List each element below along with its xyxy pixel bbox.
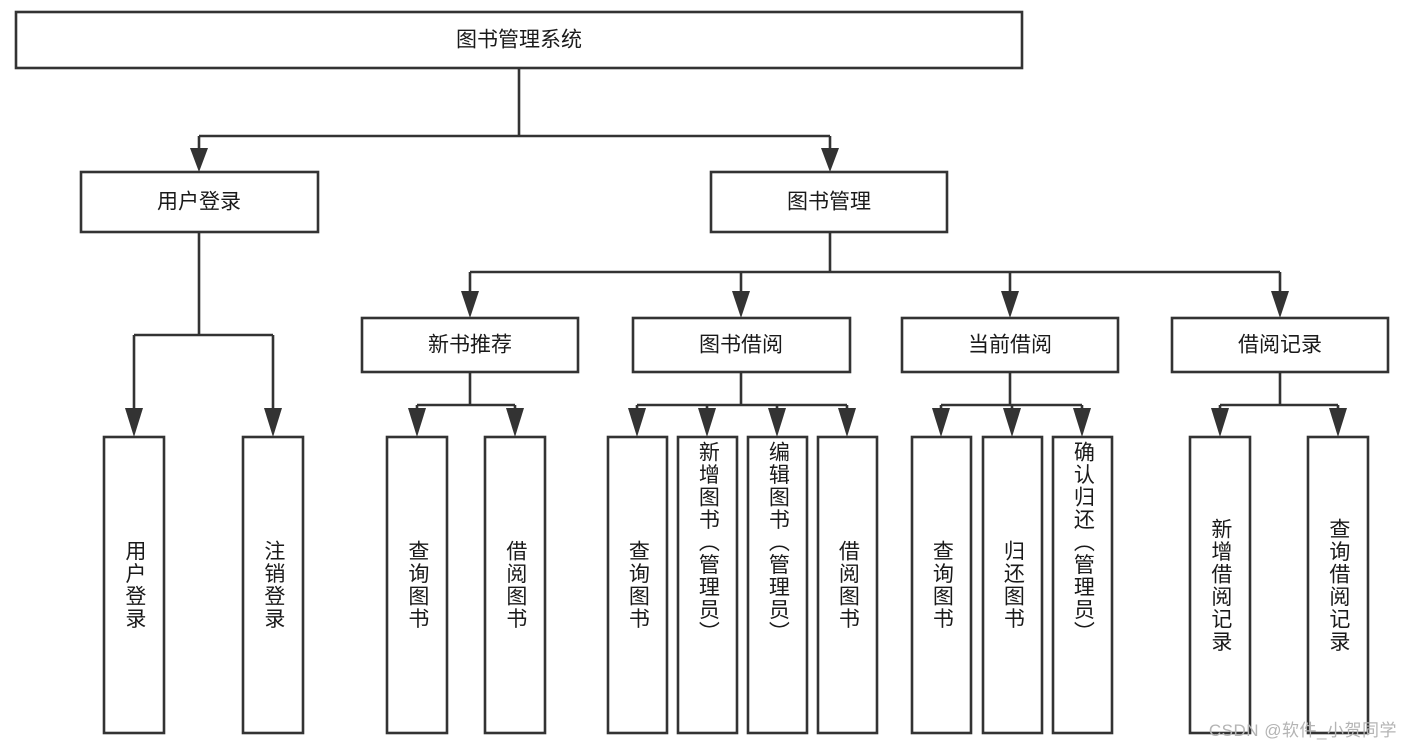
arrow-to-leaf-logout-login <box>264 408 282 437</box>
node-box-leaf-borrow-book[interactable] <box>816 435 879 735</box>
node-label-book-borrow: 图书借阅 <box>699 334 783 357</box>
arrow-to-leaf-borrow-book-recommend <box>506 408 524 437</box>
node-label-book-management: 图书管理 <box>787 191 871 214</box>
node-box-leaf-logout-login[interactable] <box>241 435 305 735</box>
node-box-root[interactable] <box>14 10 1024 70</box>
arrow-to-leaf-add-book-admin <box>698 408 716 437</box>
node-box-borrow-record[interactable] <box>1170 316 1390 374</box>
node-box-book-management[interactable] <box>709 170 949 234</box>
arrow-to-leaf-query-borrow-record <box>1329 408 1347 437</box>
node-box-leaf-confirm-return-admin[interactable] <box>1051 435 1114 735</box>
node-label-current-borrow: 当前借阅 <box>968 334 1052 357</box>
node-box-leaf-user-login[interactable] <box>102 435 166 735</box>
node-box-leaf-query-borrow-record[interactable] <box>1306 435 1370 735</box>
arrow-to-leaf-borrow-book <box>838 408 856 437</box>
node-box-leaf-query-book-borrow[interactable] <box>606 435 669 735</box>
arrow-to-borrow-record <box>1271 291 1289 318</box>
node-box-leaf-return-book[interactable] <box>981 435 1044 735</box>
node-box-current-borrow[interactable] <box>900 316 1120 374</box>
node-box-leaf-add-book-admin[interactable] <box>676 435 739 735</box>
node-label-user-login: 用户登录 <box>157 191 241 214</box>
node-box-book-borrow[interactable] <box>631 316 852 374</box>
node-box-leaf-query-book-recommend[interactable] <box>385 435 449 735</box>
arrow-to-leaf-query-book-recommend <box>408 408 426 437</box>
arrow-to-leaf-query-book-borrow <box>628 408 646 437</box>
arrow-to-current-borrow <box>1001 291 1019 318</box>
arrow-to-leaf-user-login <box>125 408 143 437</box>
arrow-to-book-management <box>821 148 839 172</box>
arrow-to-leaf-edit-book-admin <box>768 408 786 437</box>
node-box-leaf-query-book-current[interactable] <box>910 435 973 735</box>
arrow-to-user-login <box>190 148 208 172</box>
arrow-to-leaf-add-borrow-record <box>1211 408 1229 437</box>
node-box-leaf-edit-book-admin[interactable] <box>746 435 809 735</box>
node-box-leaf-add-borrow-record[interactable] <box>1188 435 1252 735</box>
node-label-borrow-record: 借阅记录 <box>1238 334 1322 357</box>
node-label-root: 图书管理系统 <box>456 29 582 52</box>
node-label-new-book-recommend: 新书推荐 <box>428 334 512 357</box>
arrow-to-book-borrow <box>732 291 750 318</box>
node-layer: 图书管理系统 用户登录 图书管理 新书推荐 图书借阅 当前借阅 借阅记录 <box>14 10 1390 735</box>
connector-layer <box>125 68 1347 437</box>
arrow-to-leaf-query-book-current <box>932 408 950 437</box>
arrow-to-leaf-return-book <box>1003 408 1021 437</box>
node-box-user-login[interactable] <box>79 170 320 234</box>
arrow-to-new-book-recommend <box>461 291 479 318</box>
csdn-watermark: CSDN @软件_小贺同学 <box>1208 721 1397 740</box>
node-box-new-book-recommend[interactable] <box>360 316 580 374</box>
arrow-to-leaf-confirm-return-admin <box>1073 408 1091 437</box>
node-box-leaf-borrow-book-recommend[interactable] <box>483 435 547 735</box>
